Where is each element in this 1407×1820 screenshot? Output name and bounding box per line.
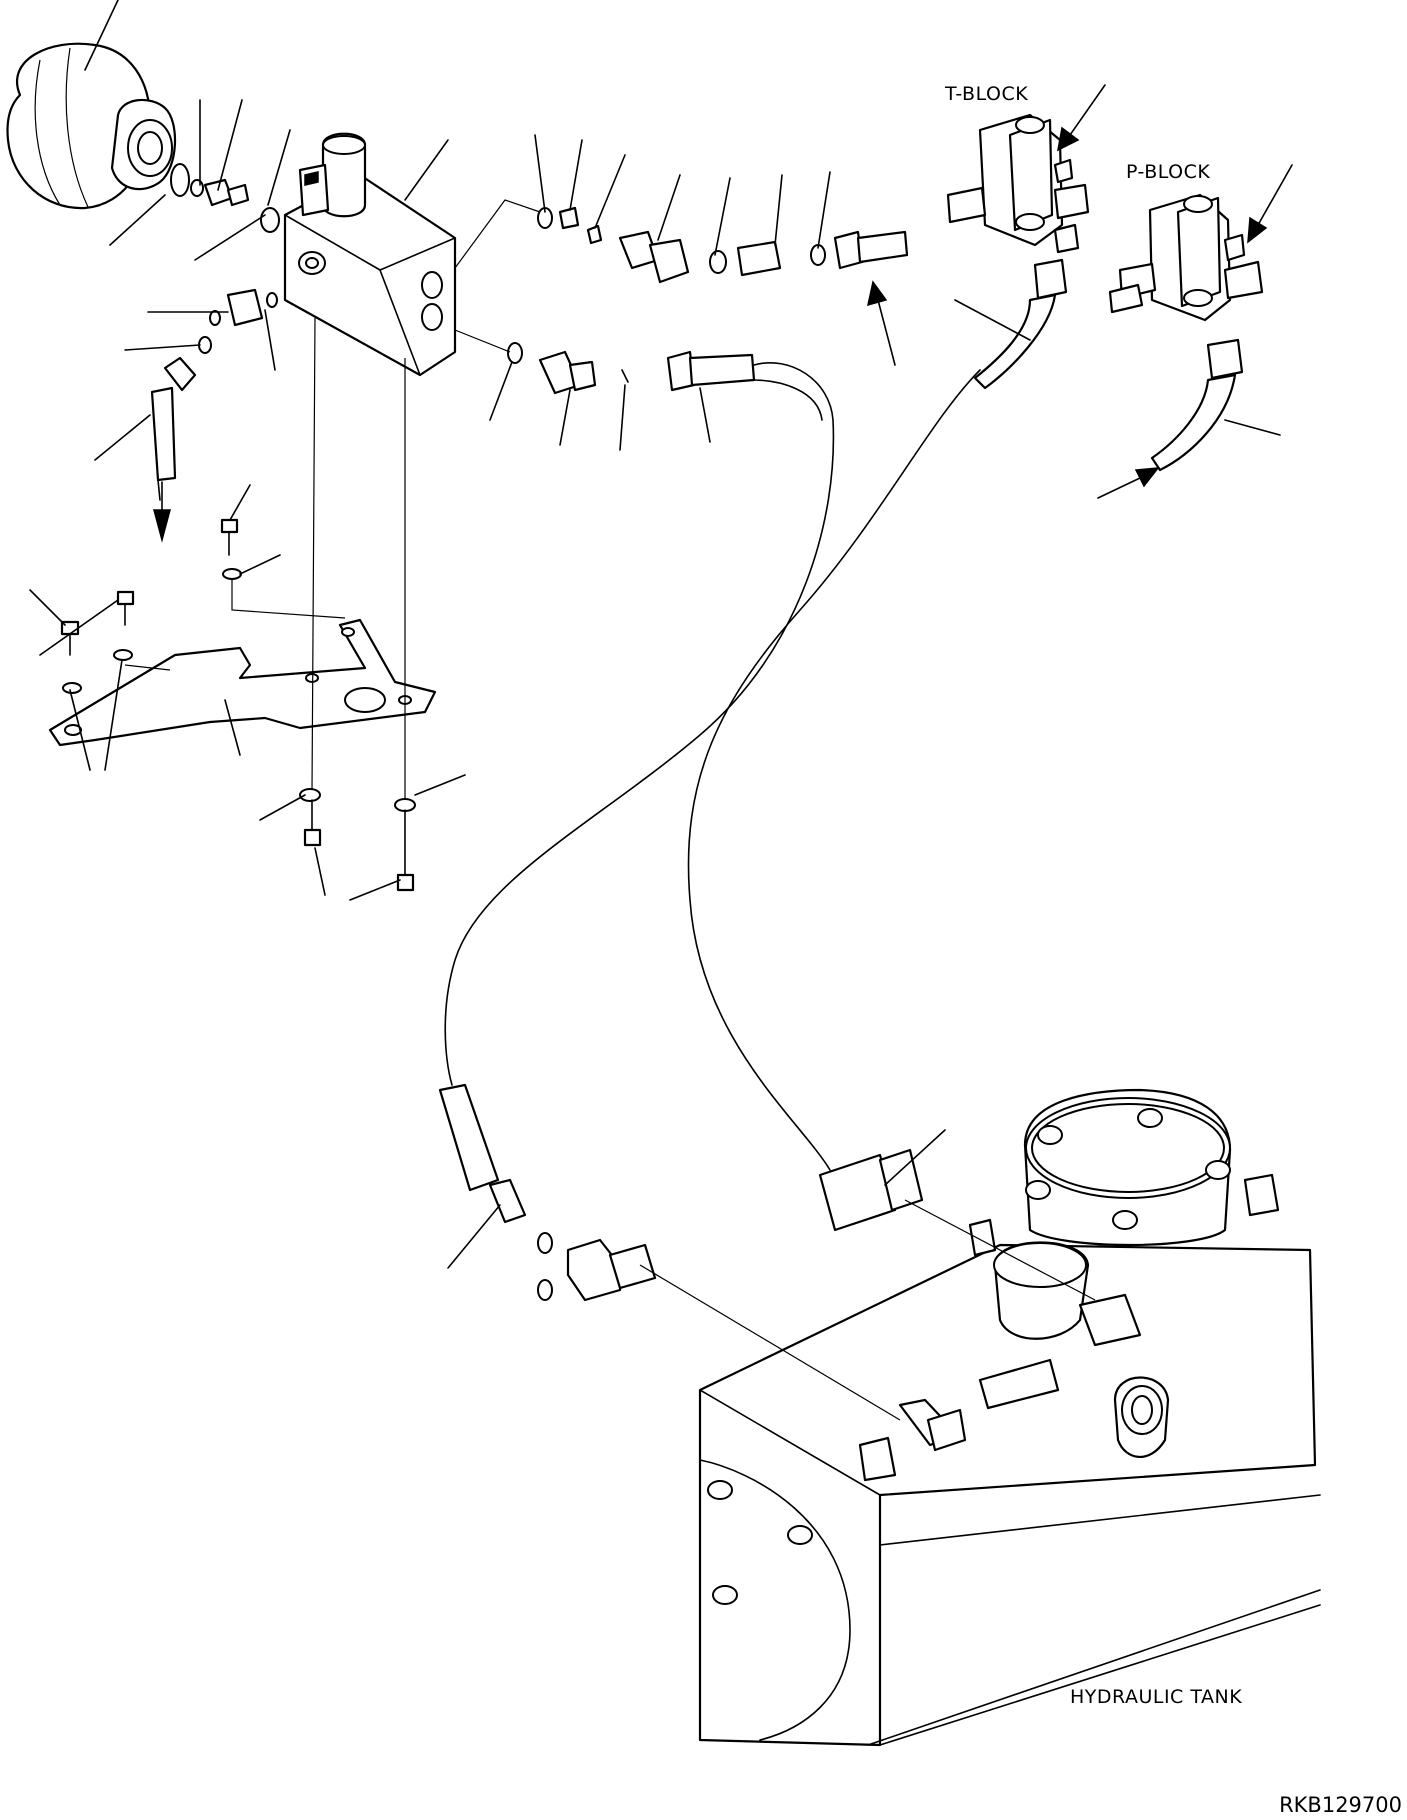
- leader-lines: [29, 0, 1281, 1269]
- lower-hose-end: [438, 1083, 527, 1224]
- drawing-code: RKB129700: [1279, 1793, 1402, 1817]
- tank-breather-cap: [993, 1241, 1142, 1347]
- p-block-label: P-BLOCK: [1126, 161, 1210, 183]
- tank-bolts: [707, 1108, 1231, 1605]
- top-fitting-row: [454, 199, 909, 284]
- p-block-arrow-bottom: [1097, 467, 1160, 499]
- block-side-fitting: [198, 288, 278, 354]
- upper-hose-end: [818, 1148, 1096, 1301]
- tank-cover: [1023, 1088, 1232, 1247]
- tank-return-fitting: [898, 1398, 967, 1452]
- mounting-bracket: [48, 618, 437, 747]
- p-block-arrow-top: [1247, 164, 1293, 244]
- tank-port-plug: [1113, 1376, 1170, 1458]
- bracket-bolts: [60, 518, 416, 892]
- hydraulic-tank-label: HYDRAULIC TANK: [1070, 1686, 1242, 1708]
- p-block-hose: [1150, 338, 1244, 472]
- return-hose: [444, 362, 981, 1171]
- middle-fitting-row: [454, 329, 756, 395]
- bracket-center-lines: [124, 317, 406, 800]
- hose-left-down: [150, 356, 197, 543]
- tee-fitting: [537, 1232, 901, 1421]
- t-block: [946, 113, 1090, 254]
- pump-motor: [6, 42, 190, 210]
- up-arrow: [867, 280, 896, 366]
- valve-block: [283, 132, 457, 377]
- pump-port-fitting: [190, 178, 280, 233]
- t-block-hose: [973, 258, 1068, 390]
- p-block: [1108, 193, 1264, 322]
- t-block-arrow: [1056, 84, 1106, 152]
- t-block-label: T-BLOCK: [944, 83, 1028, 105]
- tank-pads: [858, 1173, 1280, 1482]
